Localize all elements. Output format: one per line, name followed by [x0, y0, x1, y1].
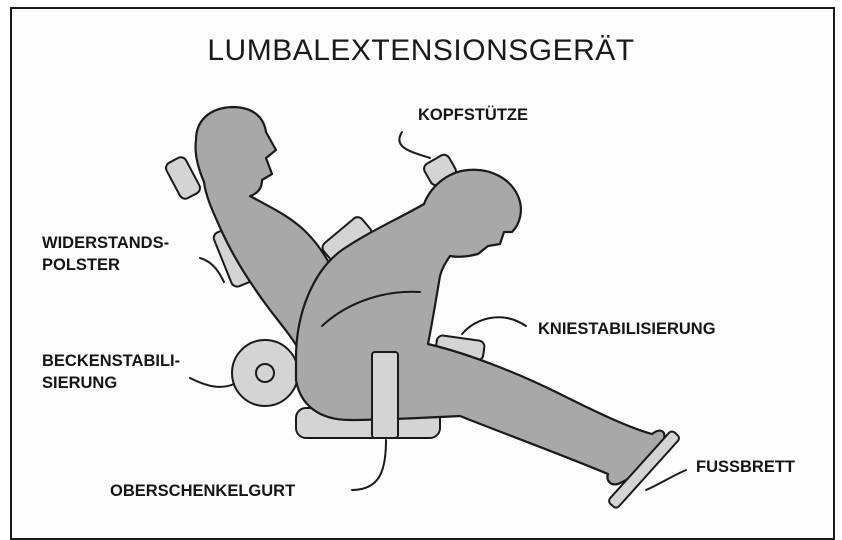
thigh-strap	[372, 352, 398, 438]
label-oberschenkelgurt: OBERSCHENKELGURT	[110, 480, 295, 502]
label-beckenstabilisierung-line1: BECKENSTABILI-	[42, 350, 180, 372]
label-fussbrett: FUSSBRETT	[696, 456, 795, 478]
arrow-kniestabilisierung	[462, 317, 526, 334]
label-kopfstuetze: KOPFSTÜTZE	[418, 104, 528, 126]
pelvis-wheel-hub	[256, 364, 274, 382]
label-kniestabilisierung: KNIESTABILISIERUNG	[538, 318, 716, 340]
arrow-beckenstabilisierung	[190, 378, 234, 387]
label-widerstandspolster-line1: WIDERSTANDS-	[42, 232, 169, 254]
arrow-oberschenkelgurt	[352, 440, 386, 490]
arrow-fussbrett	[646, 470, 686, 490]
label-beckenstabilisierung-line2: SIERUNG	[42, 372, 117, 394]
arrow-widerstandspolster	[200, 258, 224, 282]
label-widerstandspolster-line2: POLSTER	[42, 254, 120, 276]
arrow-kopfstuetze	[399, 132, 430, 158]
